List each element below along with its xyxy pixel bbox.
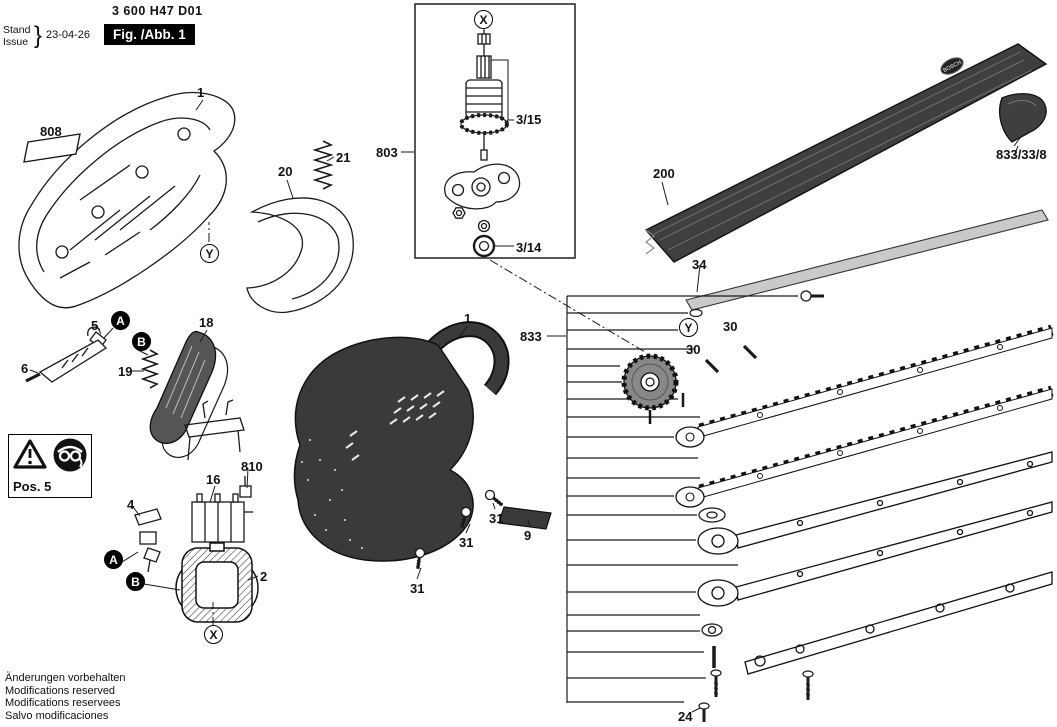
armature-assembly (444, 30, 521, 258)
ref-circle-x-top: X (474, 10, 493, 29)
washer-large (698, 507, 726, 523)
ref-circle-y-left: Y (200, 244, 219, 263)
callout-31-a: 31 (489, 511, 504, 526)
callout-803: 803 (376, 145, 398, 160)
callout-833: 833 (520, 329, 542, 344)
revision-note: Änderungen vorbehalten Modifications res… (5, 672, 125, 722)
pins-30 (681, 344, 758, 407)
ref-circle-x-bottom: X (204, 625, 223, 644)
callout-2: 2 (260, 569, 268, 584)
guide-rail (685, 209, 1049, 311)
screw-24 (698, 702, 710, 722)
callout-30-b: 30 (723, 319, 738, 334)
ref-circle-a-top: A (111, 311, 130, 330)
callout-20: 20 (278, 164, 293, 179)
revision-note-es: Salvo modificaciones (5, 709, 109, 722)
callout-24: 24 (678, 709, 693, 724)
callout-808: 808 (40, 124, 62, 139)
cutting-blade-2 (675, 385, 1054, 508)
callout-16: 16 (206, 472, 221, 487)
washer-small (689, 308, 703, 318)
assembly-box-803 (414, 3, 576, 259)
callout-21: 21 (336, 150, 351, 165)
callout-4: 4 (127, 497, 135, 512)
blade-guard: BOSCH (644, 43, 1048, 263)
blade-set-bracket (566, 295, 798, 703)
blade-bar-1 (697, 451, 1053, 555)
revision-note-fr: Modifications reservees (5, 697, 121, 709)
callout-34: 34 (692, 257, 707, 272)
callout-30-a: 30 (686, 342, 701, 357)
ref-circle-b-top: B (132, 332, 151, 351)
spring-19 (140, 349, 160, 389)
callout-31-b: 31 (459, 535, 474, 550)
terminal-block (191, 493, 253, 543)
figure-badge: Fig. /Abb. 1 (104, 24, 195, 45)
label-sticker-808 (23, 133, 81, 163)
issue-label: Issue (3, 36, 29, 48)
ref-circle-b-bottom: B (126, 572, 145, 591)
callout-31-c: 31 (410, 581, 425, 596)
bolt-vertical-1 (710, 669, 722, 697)
issue-date: 23-04-26 (46, 29, 91, 41)
motor-housing (293, 321, 510, 562)
front-handle-knob (998, 93, 1047, 157)
top-screw (800, 290, 824, 302)
callout-810: 810 (241, 459, 263, 474)
stand-issue-label: Stand Issue (3, 24, 30, 48)
leader-lines (29, 59, 1021, 713)
cutting-blade-1 (675, 324, 1054, 448)
callout-18: 18 (199, 315, 214, 330)
switch-frame (184, 399, 245, 461)
brace-glyph: } (34, 22, 43, 49)
bracket-4 (134, 508, 162, 573)
handle-cover (246, 197, 354, 314)
callout-3-14: 3/14 (516, 240, 542, 255)
stator (175, 542, 259, 623)
revision-note-en: Modifications reserved (5, 684, 116, 697)
callout-1-center: 1 (464, 311, 472, 326)
drive-gear (621, 353, 679, 424)
screw-31-c (414, 547, 426, 570)
warning-triangle-icon (13, 439, 47, 469)
callout-6: 6 (21, 361, 29, 376)
stand-label: Stand (3, 24, 31, 36)
pos-label: Pos. 5 (13, 479, 52, 494)
label-sticker-9 (498, 506, 552, 530)
ref-circle-y-right: Y (679, 318, 698, 337)
revision-note-de: Änderungen vorbehalten (5, 672, 126, 684)
callout-5: 5 (91, 318, 99, 333)
callout-9: 9 (524, 528, 532, 543)
screw-31-a (484, 489, 504, 507)
support-bar (744, 571, 1053, 675)
ref-circle-a-bottom: A (104, 550, 123, 569)
housing-half-left (18, 91, 236, 309)
document-number: 3 600 H47 D01 (112, 4, 203, 18)
switch-lever (149, 330, 229, 458)
callout-3-15: 3/15 (516, 112, 542, 127)
bolt-vertical-2 (802, 670, 814, 700)
callout-1-left: 1 (197, 85, 205, 100)
part-810 (239, 476, 252, 498)
spring-21 (312, 140, 334, 190)
callout-200: 200 (653, 166, 675, 181)
screw-31-b (460, 506, 472, 528)
callout-19: 19 (118, 364, 133, 379)
safety-note-box: Pos. 5 (8, 434, 92, 498)
cable-assembly (25, 326, 108, 383)
blade-bar-2 (697, 501, 1053, 607)
callout-833-33-8: 833/33/8 (996, 147, 1047, 162)
eye-ear-protection-icon (53, 438, 87, 472)
washer-2 (701, 623, 723, 637)
